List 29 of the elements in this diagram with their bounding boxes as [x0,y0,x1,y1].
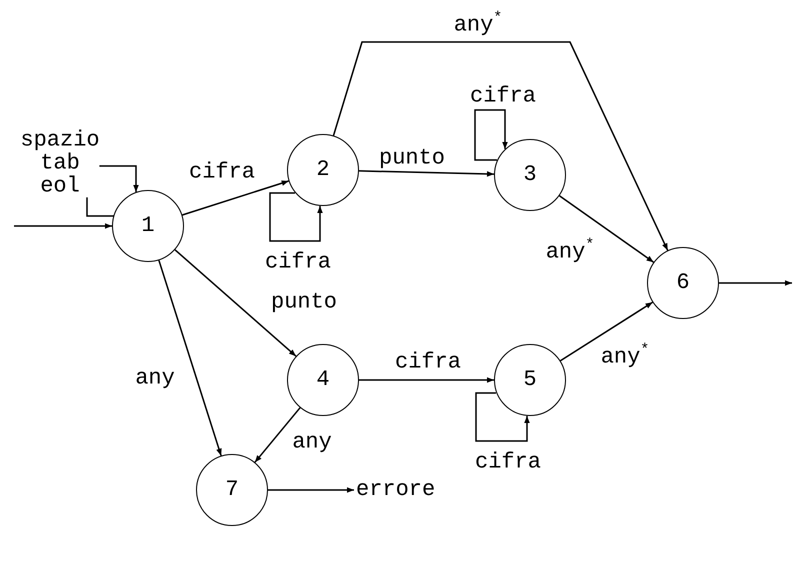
arrow [269,192,323,242]
arrow [475,392,530,442]
arrow [358,170,494,177]
arrow [558,195,654,263]
arrow [332,41,668,251]
arrow [14,223,112,229]
arrow [268,487,354,493]
arrow [560,302,653,362]
arrow [158,260,222,456]
arrow [474,109,508,161]
edge-label: any$^{*}$ [454,13,502,37]
state-number: 7 [225,479,239,501]
arrow [182,180,289,216]
state-number: 1 [141,215,155,237]
edge-label: any$^{*}$ [546,240,594,264]
edge-label: punto [271,290,337,314]
arrow [174,249,296,357]
arrow [719,280,792,286]
arrow [359,377,494,383]
state-number: 2 [316,159,330,181]
state-number: 5 [523,369,537,391]
edge-label: spazio tab eol [20,128,100,198]
output-text: errore [356,479,436,501]
edge-label: any$^{*}$ [600,345,650,369]
edge-label: punto [379,146,445,170]
state-number: 6 [676,272,690,294]
state-number: 4 [316,369,330,391]
state-number: 3 [523,164,537,186]
arrow [254,407,301,463]
